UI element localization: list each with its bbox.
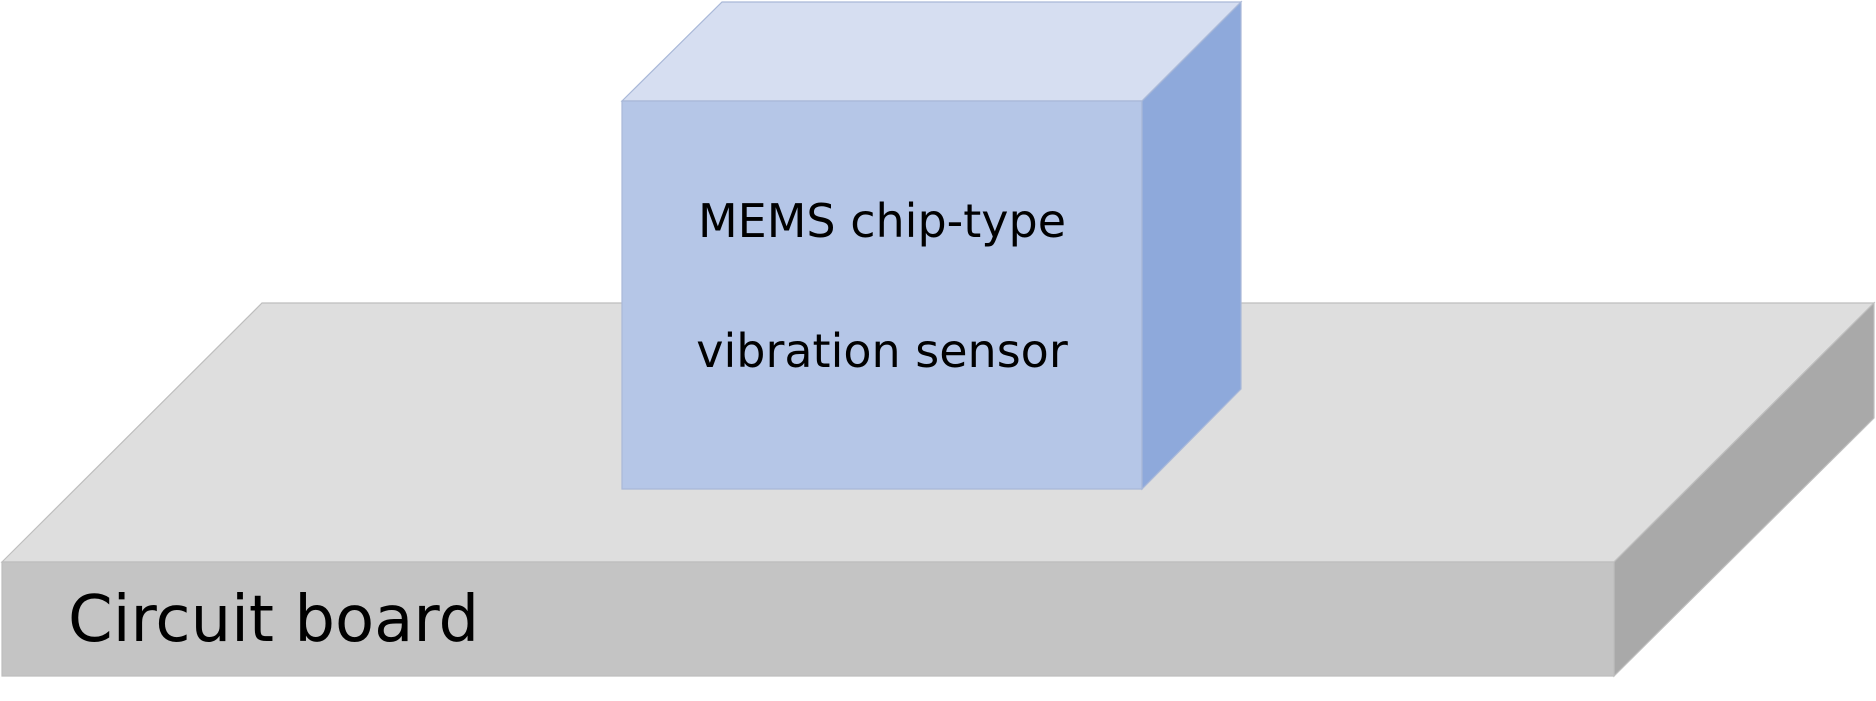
sensor-label-line-2: vibration sensor [696,324,1068,378]
sensor-label-line-1: MEMS chip-type [698,194,1066,248]
circuit-board-label: Circuit board [68,583,479,657]
mems-sensor-chip: MEMS chip-type vibration sensor [620,0,1243,491]
sensor-side-face [1141,0,1242,491]
sensor-top-face [620,1,1243,102]
circuit-board-side-face [1613,301,1875,678]
sensor-front-face [621,100,1143,490]
